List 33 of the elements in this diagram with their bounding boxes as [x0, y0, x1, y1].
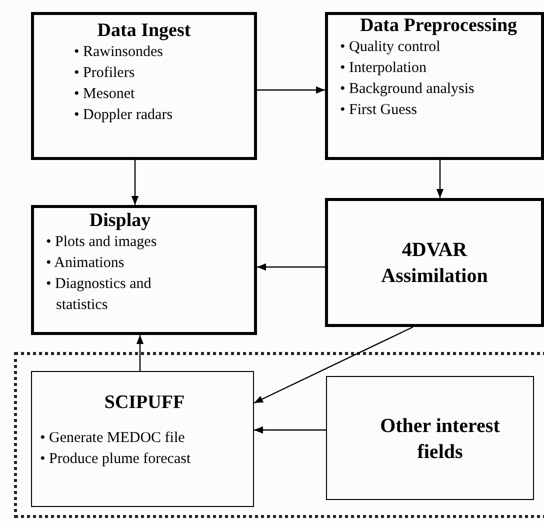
bullet-item: • Background analysis [340, 80, 474, 99]
bullet-item: • First Guess [340, 101, 417, 120]
box-heading: Display [88, 210, 152, 232]
bullet-item: • Doppler radars [74, 106, 173, 125]
process-box [31, 371, 254, 507]
process-box [325, 12, 544, 160]
bullet-item: • Animations [46, 254, 126, 273]
arrow [254, 326, 414, 404]
box-heading: 4DVAR Assimilation [380, 238, 489, 289]
process-box [31, 205, 257, 335]
bullet-item: • Diagnostics and statistics [46, 275, 152, 315]
box-heading: SCIPUFF [103, 392, 186, 414]
process-box [326, 376, 534, 500]
bullet-item: • Profilers [74, 64, 136, 83]
box-heading: Other interest fields [379, 414, 501, 465]
arrow [257, 263, 325, 271]
box-heading: Data Ingest [96, 20, 192, 42]
bullet-item: • Quality control [340, 38, 440, 57]
arrow [254, 426, 326, 434]
process-box [31, 12, 257, 160]
box-heading: Data Preprocessing [358, 15, 518, 37]
bullet-item: • Interpolation [340, 59, 428, 78]
bullet-item: • Produce plume forecast [40, 450, 191, 469]
arrow [257, 86, 325, 94]
bullet-item: • Mesonet [74, 85, 136, 104]
arrow [131, 160, 139, 205]
process-box [325, 198, 544, 327]
bullet-item: • Generate MEDOC file [40, 429, 185, 448]
bullet-item: • Plots and images [46, 233, 157, 252]
arrow [436, 160, 444, 198]
dotted-group-box [14, 352, 544, 518]
arrow [136, 335, 144, 371]
bullet-item: • Rawinsondes [74, 43, 164, 62]
